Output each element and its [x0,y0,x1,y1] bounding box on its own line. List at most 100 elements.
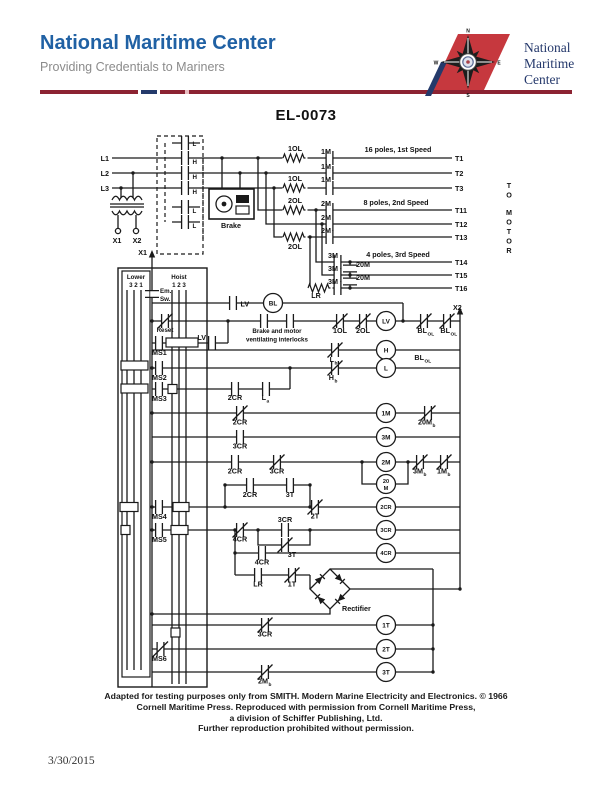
coil-bl: BL [269,300,278,307]
label-speed1: 16 poles, 1st Speed [365,145,432,154]
label-2cr-no1: 2CR [228,393,243,402]
brake-device [208,188,255,220]
label-blol-wire: BL [414,353,424,362]
label-t1: T1 [455,154,463,163]
label-interlock-1: Brake and motor [252,328,302,335]
compass-seal-dot [466,60,470,64]
compass-s: S [466,93,470,99]
diagram-labels: L1 L2 L3 X1 X2 L H H H L L Brake 1OL 1OL… [101,141,513,688]
label-contact-l-bot: L [193,223,197,230]
label-sw: Sw. [160,296,171,303]
overload-heater-2ol-b [281,232,309,242]
label-speed2: 8 poles, 2nd Speed [363,198,428,207]
label-x2-xfmr: X2 [133,236,142,245]
contact-20m-b [342,277,358,286]
cam-bar-hoist-ms5 [170,524,189,536]
label-t2: T2 [455,169,463,178]
coil-3cr: 3CR [380,528,391,534]
label-1t-nc: 1T [288,580,297,589]
cam-bar-lower-b [120,383,149,394]
label-2cr-no2: 2CR [228,467,243,476]
label-3cr-nc2: 3CR [258,630,273,639]
compass-e: E [497,61,501,67]
label-1ol-a: 1OL [288,144,303,153]
label-em: Em. [160,288,172,295]
label-1ol-b: 1OL [288,174,303,183]
logo-wordmark: National Maritime Center [524,40,574,88]
label-1mb-sub: b [448,472,451,478]
overload-heater-2ol-a [281,205,309,215]
label-3cr-no2: 3CR [278,515,293,524]
label-contact-l-top: L [193,141,197,148]
compass-facets [444,38,492,86]
label-3t-nc: 3T [288,550,297,559]
logo-line3: Center [524,72,560,87]
label-hoist: Hoist [171,274,186,281]
cam-bar-lower-a [120,360,149,371]
label-t12: T12 [455,220,467,229]
label-1m-b: 1M [321,162,331,171]
cam-bar-bottom [170,627,181,638]
label-2t-nc: 2T [311,512,320,521]
contact-l-bot [180,214,190,230]
contact-20m-a [342,264,358,273]
rectifier-bridge [309,568,351,610]
cam-bar-hoist-ms3 [167,383,178,395]
power-wires [110,142,452,289]
page-title: EL-0073 [275,107,337,124]
label-t11: T11 [455,206,467,215]
label-contact-h2: H [193,174,198,181]
label-blol-a-sub: OL [428,332,435,338]
overload-heater-1ol-a [281,153,309,163]
overload-heater-1ol-b [281,183,309,193]
footer-line1: Adapted for testing purposes only from S… [104,691,508,701]
logo-line1: National [524,40,571,55]
label-hb: H [329,373,334,382]
label-x2-rail: X2 [453,303,462,312]
contact-l-top [180,135,190,151]
label-x1-rail: X1 [138,248,147,257]
label-ms5: MS5 [152,535,167,544]
ladder-wires [151,256,461,687]
power-junctions [119,156,352,290]
coil-1m: 1M [382,410,391,417]
cam-bar-hoist-ms4 [172,501,190,513]
ladder-junctions [150,319,462,674]
x2-arrow [456,307,464,315]
label-blol-b-sub: OL [451,332,458,338]
label-t13: T13 [455,233,467,242]
label-4cr-nc: 4CR [233,535,248,544]
footer-line2: Cornell Maritime Press. Reproduced with … [136,701,476,712]
label-ms6: MS6 [152,654,167,663]
label-t14: T14 [455,258,467,267]
label-lower-nums: 3 2 1 [129,282,143,289]
label-4cr-no: 4CR [255,558,270,567]
cam-bar-hoist-ms1 [165,337,199,348]
label-2cr-nc: 2CR [233,418,248,427]
coil-2t: 2T [382,646,390,653]
label-hoist-nums: 1 2 3 [172,282,186,289]
label-la-sub: a [267,400,270,405]
compass-w: W [434,61,439,67]
cam-bar-lower-ms4 [119,501,139,513]
header-divider [40,90,572,94]
x1-arrow [148,250,156,258]
label-ms1: MS1 [152,348,167,357]
contact-em-sw [144,289,160,299]
copyright-notice: Adapted for testing purposes only from S… [0,691,612,734]
label-blol-a: BL [417,326,427,335]
label-t15: T15 [455,271,467,280]
label-2mb: 2M [258,677,268,686]
label-l3: L3 [101,184,109,193]
label-contact-h3: H [193,189,198,196]
logo-line2: Maritime [524,56,575,71]
label-l2: L2 [101,169,109,178]
coil-lv: LV [382,318,390,325]
coil-h: H [384,347,389,354]
label-2m-a: 2M [321,199,331,208]
label-3cr-no1: 3CR [233,442,248,451]
label-lr-no: LR [253,580,263,589]
contact-h-2 [180,165,190,181]
label-lower: Lower [127,274,146,281]
agency-title: National Maritime Center [40,32,276,54]
